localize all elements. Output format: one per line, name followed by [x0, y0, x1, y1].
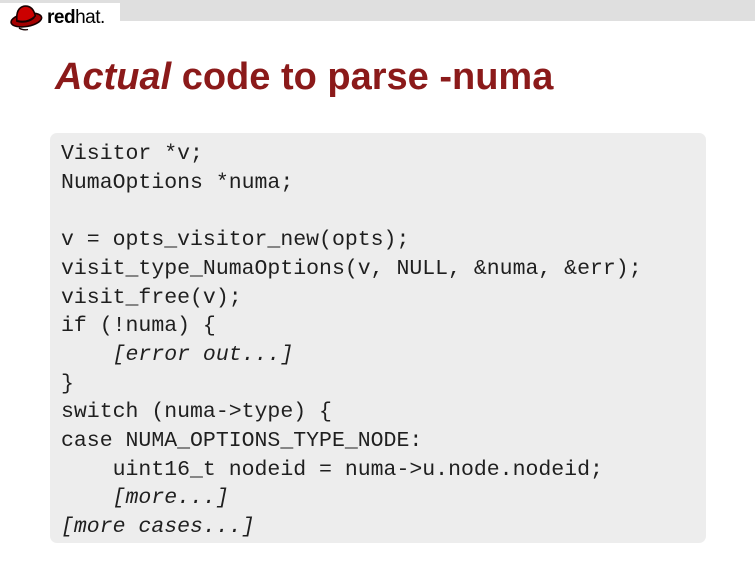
code-line: visit_free(v); — [61, 285, 242, 310]
code-line: uint16_t nodeid = numa->u.node.nodeid; — [61, 457, 603, 482]
code-line: switch (numa->type) { — [61, 400, 332, 425]
code-line: visit_type_NumaOptions(v, NULL, &numa, &… — [61, 256, 642, 281]
code-line: [more cases...] — [61, 515, 255, 540]
code-line: [error out...] — [61, 342, 294, 367]
code-line: [more...] — [61, 486, 229, 511]
redhat-logo: redhat. — [9, 1, 105, 31]
header-bar — [0, 0, 755, 21]
code-line — [61, 197, 706, 226]
brand-text-red: red — [47, 7, 76, 28]
code-line: v = opts_visitor_new(opts); — [61, 228, 410, 253]
brand-text: redhat. — [47, 8, 105, 27]
code-line: NumaOptions *numa; — [61, 170, 294, 195]
code-line: } — [61, 371, 74, 396]
brand-text-hat: hat. — [75, 7, 105, 28]
redhat-fedora-icon — [9, 1, 43, 31]
page-title-rest: code to parse -numa — [171, 56, 554, 98]
page-title: Actual code to parse -numa — [55, 56, 553, 99]
code-block: Visitor *v; NumaOptions *numa; v = opts_vi… — [50, 133, 706, 543]
code-line: Visitor *v; — [61, 142, 203, 166]
code-line: case NUMA_OPTIONS_TYPE_NODE: — [61, 429, 423, 454]
page-title-emphasis: Actual — [55, 56, 172, 98]
code-line: if (!numa) { — [61, 314, 216, 339]
